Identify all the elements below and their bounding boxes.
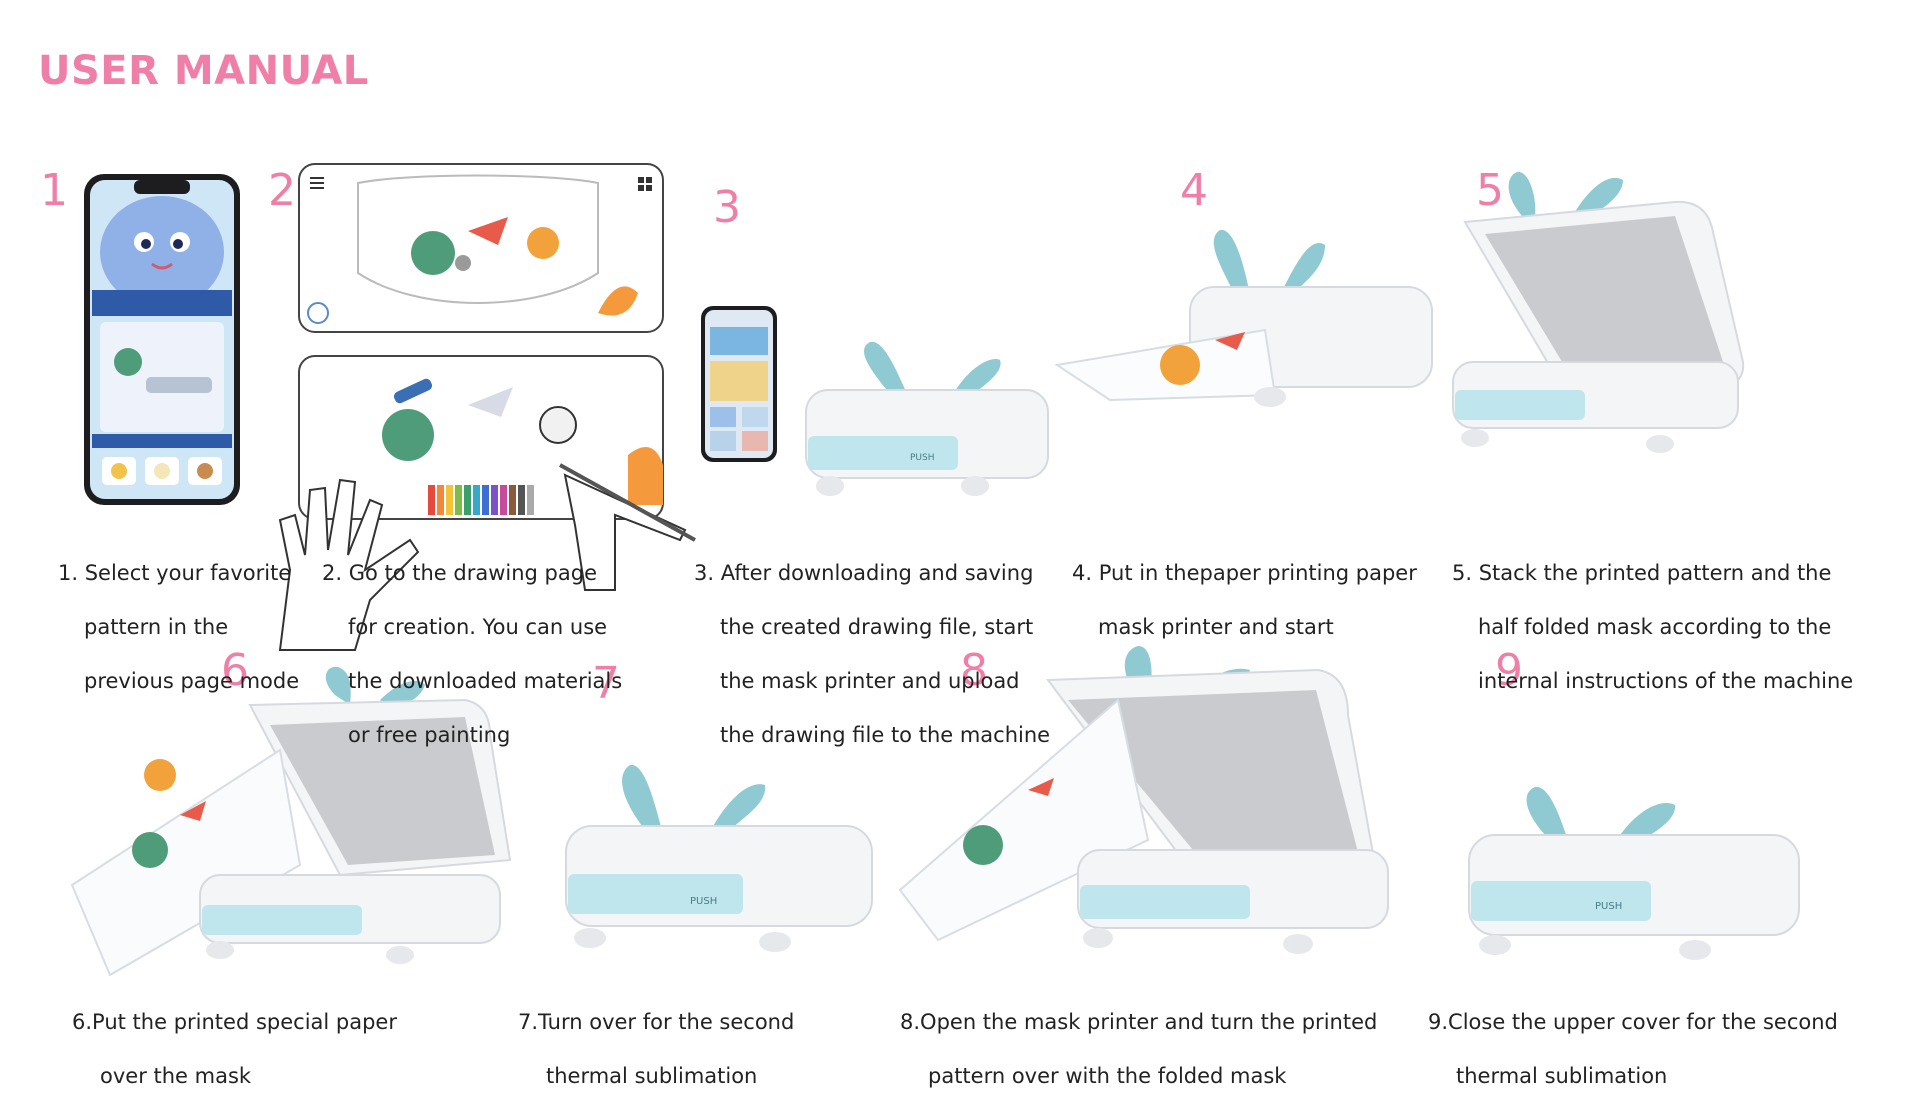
planet-icon <box>411 231 455 275</box>
astronaut-icon <box>144 759 176 791</box>
astronaut-icon <box>1160 345 1200 385</box>
rocket-icon <box>180 801 206 821</box>
printer-icon <box>898 646 1389 954</box>
caption-line: internal instructions of the machine <box>1478 669 1854 693</box>
caption-line: the drawing file to the machine <box>720 723 1051 747</box>
planet-icon <box>963 825 1003 865</box>
step-caption-1: 1. Select your favorite pattern in the p… <box>58 533 299 722</box>
caption-line: the created drawing file, start <box>720 615 1034 639</box>
menu-icon <box>310 177 324 189</box>
hand-icon <box>559 463 696 591</box>
caption-line: 8.Open the mask printer and turn the pri… <box>900 1010 1378 1034</box>
caption-line: or free painting <box>348 723 511 747</box>
step-caption-7: 7.Turn over for the second thermal subli… <box>518 982 794 1117</box>
caption-line: over the mask <box>100 1064 252 1088</box>
printer-icon <box>1452 171 1745 453</box>
hand-icon <box>278 478 420 651</box>
crayon-icon <box>428 485 534 515</box>
caption-line: thermal sublimation <box>546 1064 758 1088</box>
printer-icon <box>70 666 512 977</box>
step-number-3: 3 <box>713 182 741 233</box>
step-number-1: 1 <box>40 165 68 216</box>
step-caption-6: 6.Put the printed special paper over the… <box>72 982 397 1117</box>
step-number-9: 9 <box>1495 645 1523 696</box>
caption-line: for creation. You can use <box>348 615 608 639</box>
planet-icon <box>132 832 168 868</box>
mask-icon <box>357 174 599 304</box>
printer-icon: PUSH <box>1468 786 1800 960</box>
caption-line: pattern over with the folded mask <box>928 1064 1287 1088</box>
caption-line: the downloaded materials <box>348 669 623 693</box>
tablet-icon <box>298 163 664 333</box>
caption-line: 6.Put the printed special paper <box>72 1010 397 1034</box>
caption-line: previous page mode <box>84 669 300 693</box>
telescope-icon <box>393 378 433 404</box>
push-label: PUSH <box>1595 901 1622 912</box>
push-label: PUSH <box>910 453 935 463</box>
caption-line: pattern in the <box>84 615 229 639</box>
phone-icon <box>84 174 240 505</box>
printer-icon: PUSH <box>805 341 1049 496</box>
astronaut-icon <box>527 227 559 259</box>
planet-icon <box>382 409 434 461</box>
caption-line: 4. Put in thepaper printing paper <box>1072 561 1417 585</box>
step-number-4: 4 <box>1180 165 1208 216</box>
caption-line: 9.Close the upper cover for the second <box>1428 1010 1838 1034</box>
push-label: PUSH <box>690 896 717 907</box>
step-caption-4: 4. Put in thepaper printing paper mask p… <box>1072 533 1417 668</box>
step-number-5: 5 <box>1476 165 1504 216</box>
caption-line: half folded mask according to the <box>1478 615 1832 639</box>
grid-icon <box>638 177 652 191</box>
rocket-icon <box>1028 778 1054 796</box>
caption-line: 7.Turn over for the second <box>518 1010 795 1034</box>
printer-icon: PUSH <box>565 764 873 952</box>
page-title: USER MANUAL <box>38 48 369 94</box>
printer-icon <box>1054 229 1433 407</box>
step-number-6: 6 <box>221 645 249 696</box>
rocket-icon <box>468 217 508 245</box>
caption-line: the mask printer and upload <box>720 669 1020 693</box>
caption-line: 1. Select your favorite <box>58 561 292 585</box>
step-caption-9: 9.Close the upper cover for the second t… <box>1428 982 1838 1117</box>
rocket-icon <box>1215 332 1245 350</box>
step-caption-2: 2. Go to the drawing page for creation. … <box>322 533 622 776</box>
caption-line: 2. Go to the drawing page <box>322 561 598 585</box>
caption-line: thermal sublimation <box>1456 1064 1668 1088</box>
step-number-2: 2 <box>268 165 296 216</box>
caption-line: 3. After downloading and saving <box>694 561 1034 585</box>
step-number-8: 8 <box>960 645 988 696</box>
step-caption-3: 3. After downloading and saving the crea… <box>694 533 1050 776</box>
step-caption-5: 5. Stack the printed pattern and the hal… <box>1452 533 1853 722</box>
caption-line: mask printer and start <box>1098 615 1334 639</box>
astronaut-icon <box>539 406 577 444</box>
step-number-7: 7 <box>592 658 620 709</box>
rocket-icon <box>468 387 513 417</box>
phone-icon <box>701 306 777 462</box>
caption-line: 5. Stack the printed pattern and the <box>1452 561 1832 585</box>
step-caption-8: 8.Open the mask printer and turn the pri… <box>900 982 1377 1117</box>
